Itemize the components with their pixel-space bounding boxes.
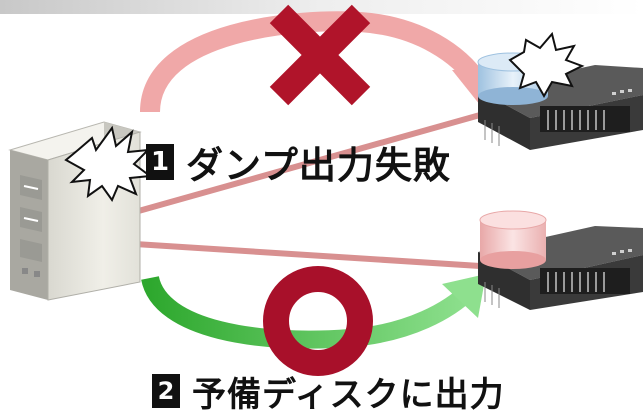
step2-text: 予備ディスクに出力 [192,374,505,415]
spare-disk-icon [479,210,547,269]
explosion-burst-icon [508,31,585,99]
step1-number: 1 [146,144,174,180]
circle-mark-icon [263,266,373,376]
step2-label: 2 予備ディスクに出力 [152,368,505,415]
step2-number: 2 [152,374,180,408]
step1-text: ダンプ出力失敗 [186,144,451,187]
cross-mark-icon [269,4,371,106]
cable-to-failed-disk [134,112,481,215]
step1-label: 1 ダンプ出力失敗 [146,135,451,189]
success-arc [141,274,486,349]
cable-to-spare-disk [134,241,481,269]
explosion-burst-icon [64,125,153,203]
top-bar [0,0,643,14]
